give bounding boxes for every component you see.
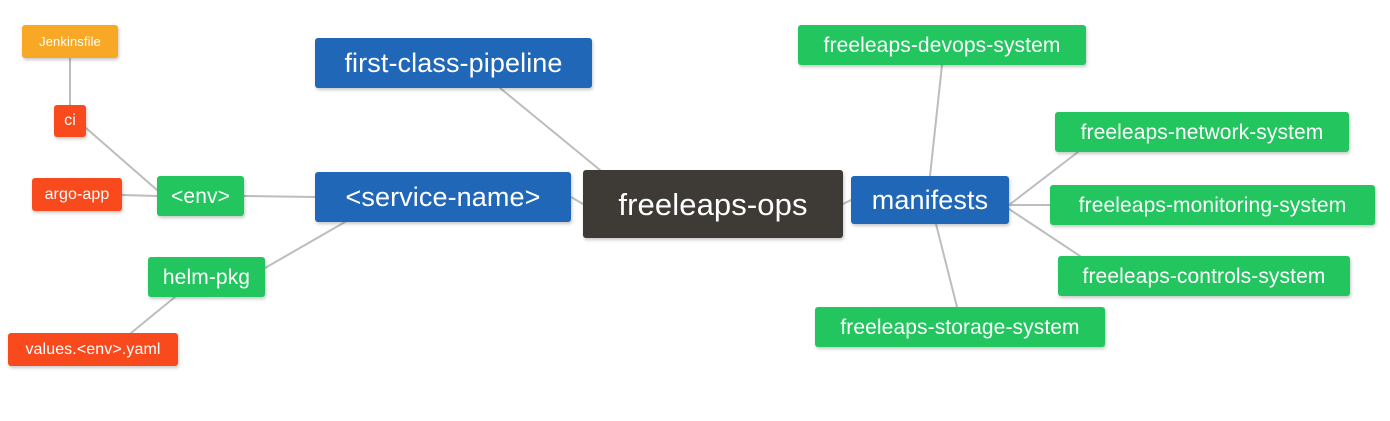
node-freeleaps-monitoring-system[interactable]: freeleaps-monitoring-system (1050, 185, 1375, 225)
node-env[interactable]: <env> (157, 176, 244, 216)
node-freeleaps-controls-system[interactable]: freeleaps-controls-system (1058, 256, 1350, 296)
edge-helm-pkg-to-values-env-yaml (130, 296, 176, 334)
node-helm-pkg[interactable]: helm-pkg (148, 257, 265, 297)
edge-first-class-pipeline-to-freeleaps-ops (499, 87, 601, 171)
node-manifests[interactable]: manifests (851, 176, 1009, 224)
node-first-class-pipeline[interactable]: first-class-pipeline (315, 38, 592, 88)
node-jenkinsfile[interactable]: Jenkinsfile (22, 25, 118, 58)
node-service-name[interactable]: <service-name> (315, 172, 571, 222)
node-freeleaps-ops[interactable]: freeleaps-ops (583, 170, 843, 238)
node-values-env-yaml[interactable]: values.<env>.yaml (8, 333, 178, 366)
edge-service-name-to-env (243, 195, 316, 198)
node-freeleaps-storage-system[interactable]: freeleaps-storage-system (815, 307, 1105, 347)
edge-freeleaps-ops-to-service-name (570, 196, 584, 205)
edge-service-name-to-helm-pkg (264, 221, 346, 269)
edge-env-to-argo-app (121, 194, 158, 197)
node-argo-app[interactable]: argo-app (32, 178, 122, 211)
node-freeleaps-network-system[interactable]: freeleaps-network-system (1055, 112, 1349, 152)
node-ci[interactable]: ci (54, 105, 86, 137)
edge-manifests-to-freeleaps-devops-system (929, 64, 943, 177)
edge-freeleaps-ops-to-manifests (842, 199, 852, 205)
edge-manifests-to-freeleaps-storage-system (935, 223, 958, 308)
node-freeleaps-devops-system[interactable]: freeleaps-devops-system (798, 25, 1086, 65)
